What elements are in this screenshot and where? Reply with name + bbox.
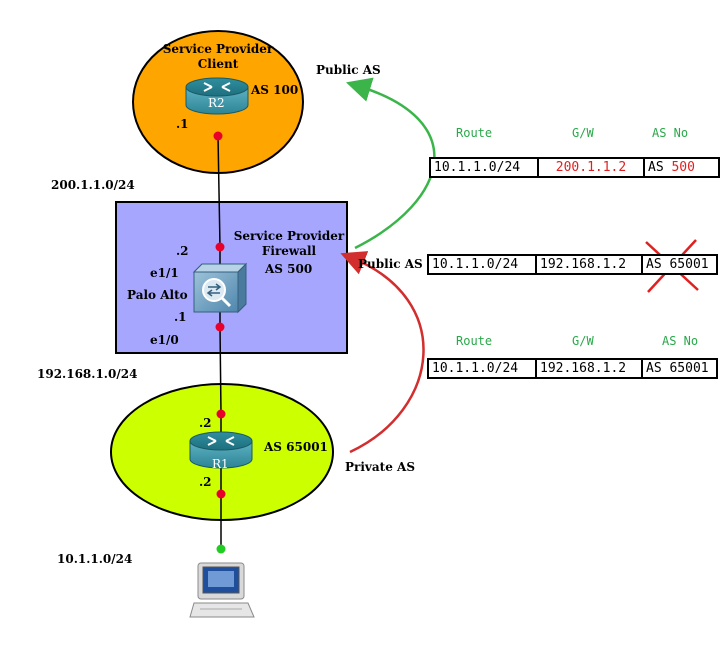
link-firewall-r1 [219,326,222,415]
route-cell: 10.1.1.0/24 [427,358,537,379]
header-gw-top: G/W [572,126,594,140]
firewall-icon [192,262,248,314]
network-bottom-label: 10.1.1.0/24 [57,552,133,566]
route-table-top: 10.1.1.0/24 200.1.1.2 AS 500 [429,157,720,178]
r1-as-label: AS 65001 [264,440,328,454]
table-row: 10.1.1.0/24 192.168.1.2 AS 65001 [427,358,718,379]
link-dot [216,409,226,419]
header-route-bottom: Route [456,334,493,348]
firewall-top-ip: .2 [176,244,189,258]
header-asno-top: AS No [652,126,689,140]
as-number: 65001 [669,361,709,376]
route-cell: 10.1.1.0/24 [429,157,539,178]
as-number: 500 [671,160,695,175]
firewall-top-iface: e1/1 [150,266,179,280]
as-cell: AS 65001 [641,254,718,275]
firewall-title-line2: Firewall [261,244,317,258]
route-table-middle: 10.1.1.0/24 192.168.1.2 AS 65001 [427,254,718,275]
link-dot [213,131,223,141]
r1-bottom-ip: .2 [199,475,212,489]
as-number: 65001 [669,257,709,272]
public-as-label-top: Public AS [316,63,381,77]
client-zone-title: Service Provider Client [148,42,288,72]
table-row: 10.1.1.0/24 200.1.1.2 AS 500 [429,157,720,178]
as-cell: AS 65001 [641,358,718,379]
route-table-bottom: 10.1.1.0/24 192.168.1.2 AS 65001 [427,358,718,379]
firewall-device-label: Palo Alto [127,288,188,302]
r2-interface-ip: .1 [176,117,189,131]
gw-cell: 200.1.1.2 [537,157,645,178]
as-cell: AS 500 [643,157,720,178]
link-dot [215,322,225,332]
link-dot [216,544,226,554]
network-top-label: 200.1.1.0/24 [51,178,135,192]
table-row: 10.1.1.0/24 192.168.1.2 AS 65001 [427,254,718,275]
private-as-label: Private AS [345,460,415,474]
router-icon [185,77,249,115]
network-middle-label: 192.168.1.0/24 [37,367,138,381]
link-r2-firewall [217,135,221,248]
as-prefix: AS [646,257,662,272]
header-asno-bottom: AS No [662,334,699,348]
firewall-title-line1: Service Provider [233,229,345,243]
link-dot [216,489,226,499]
gw-cell: 192.168.1.2 [535,358,643,379]
firewall-zone-title: Service Provider Firewall [222,229,356,259]
firewall-as-label: AS 500 [265,262,313,276]
link-dot [215,242,225,252]
private-as-arrow-red [340,251,425,454]
client-title-line2: Client [197,57,239,71]
header-route-top: Route [456,126,493,140]
firewall-bottom-ip: .1 [174,310,187,324]
workstation-icon [189,562,255,618]
as-prefix: AS [646,361,662,376]
router-icon [189,431,253,469]
public-as-label-middle: Public AS [358,257,423,271]
r1-router-label: R1 [212,457,229,471]
r2-router-label: R2 [208,96,225,110]
public-as-arrow-green [346,77,436,250]
route-cell: 10.1.1.0/24 [427,254,537,275]
firewall-bottom-iface: e1/0 [150,333,179,347]
client-title-line1: Service Provider [162,42,274,56]
header-gw-bottom: G/W [572,334,594,348]
r1-top-ip: .2 [199,416,212,430]
r2-as-label: AS 100 [251,83,299,97]
as-prefix: AS [648,160,664,175]
gw-cell: 192.168.1.2 [535,254,643,275]
